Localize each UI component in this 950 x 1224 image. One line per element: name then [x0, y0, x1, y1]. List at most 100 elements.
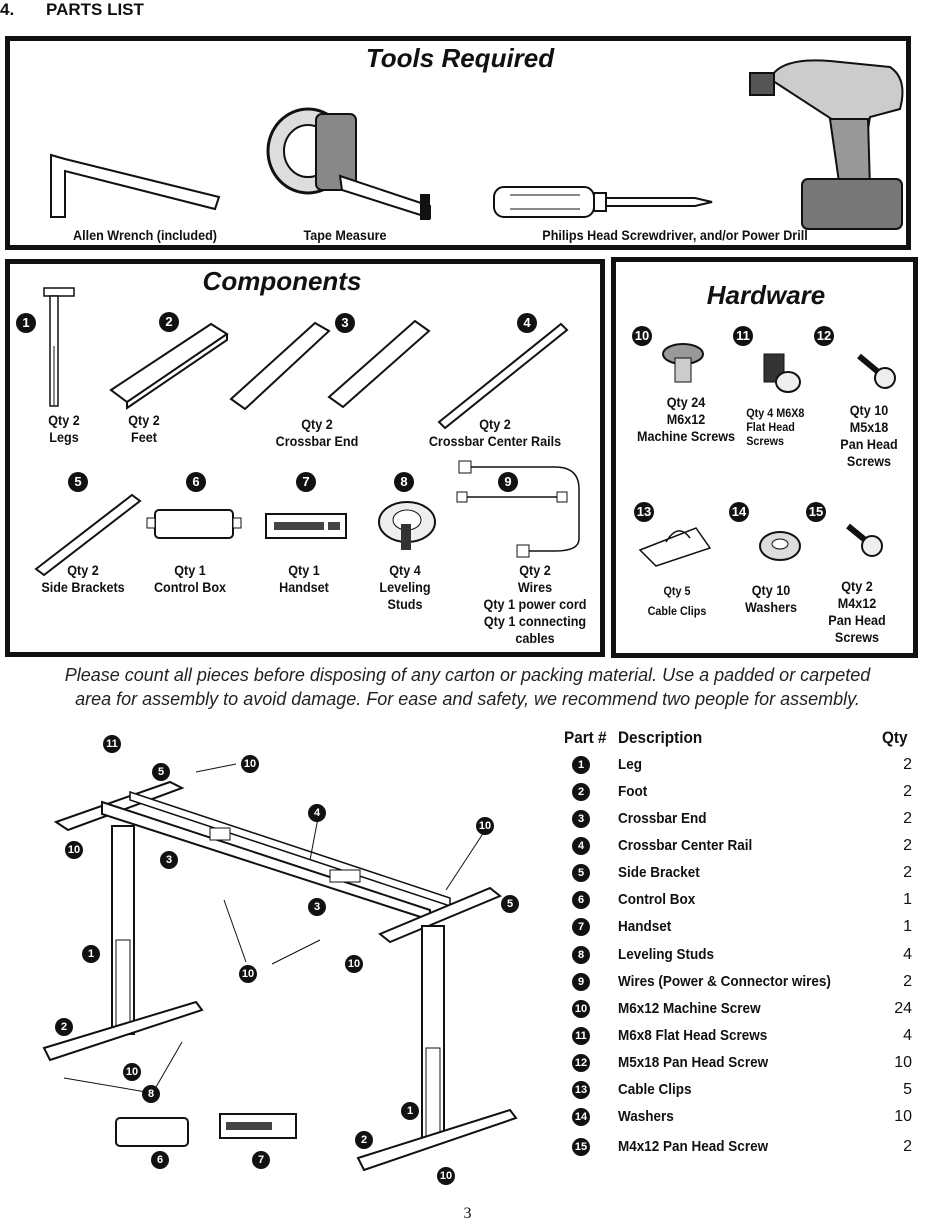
- hardware-label-11: Qty 4 M6X8 Flat Head Screws: [746, 406, 822, 448]
- washer-icon: [759, 531, 801, 561]
- section-heading: 4.PARTS LIST: [0, 0, 144, 20]
- diagram-callout-6: 6: [151, 1151, 169, 1169]
- size-text: M4x12: [837, 595, 877, 611]
- name-text: Legs: [49, 429, 79, 445]
- qty-text: Qty 4 M6X8: [746, 406, 805, 420]
- part-qty: 2: [903, 783, 912, 800]
- crossbar-center-rail-icon: [437, 322, 569, 430]
- part-description: M6x8 Flat Head Screws: [618, 1027, 768, 1044]
- part-qty: 2: [903, 756, 912, 773]
- part-qty: 24: [894, 1000, 912, 1017]
- qty-text: Qty 2: [841, 578, 873, 594]
- badge-15: 15: [806, 502, 826, 522]
- name-text: Washers: [744, 599, 798, 615]
- component-label-handset: Qty 1 Handset: [259, 562, 349, 596]
- qty-text: Qty 1: [288, 562, 320, 578]
- hardware-panel: Hardware 10 Qty 24 M6x12 Machine Screws …: [611, 257, 918, 658]
- badge-4: 4: [517, 313, 537, 333]
- component-label-leveling-studs: Qty 4 Leveling Studs: [365, 562, 446, 613]
- qty-text: Qty 2: [128, 412, 160, 428]
- name-text: Flat Head: [746, 420, 795, 434]
- qty-text: Qty 2: [519, 562, 551, 578]
- size-text: M5x18: [849, 419, 889, 435]
- handset-icon: [265, 513, 347, 539]
- qty-text: Qty 2: [301, 416, 333, 432]
- badge-8: 8: [394, 472, 414, 492]
- tools-required-title: Tools Required: [365, 43, 555, 73]
- leveling-stud-icon: [378, 501, 436, 550]
- part-number-badge: 5: [572, 864, 590, 882]
- qty-text: Qty 2: [48, 412, 80, 428]
- diagram-callout-1: 1: [82, 945, 100, 963]
- tool-label-allen-wrench: Allen Wrench (included): [73, 227, 217, 243]
- size-text: M6x12: [666, 411, 706, 427]
- diagram-callout-5: 5: [152, 763, 170, 781]
- part-number-badge: 4: [572, 837, 590, 855]
- part-description: Leveling Studs: [618, 946, 715, 963]
- exploded-assembly-diagram: [42, 763, 518, 1172]
- component-label-control-box: Qty 1 Control Box: [145, 562, 235, 596]
- part-description: Washers: [618, 1108, 674, 1125]
- badge-5: 5: [68, 472, 88, 492]
- part-qty: 2: [903, 837, 912, 854]
- header-qty: Qty: [882, 728, 908, 747]
- component-label-side-brackets: Qty 2 Side Brackets: [34, 562, 133, 596]
- diagram-callout-8: 8: [142, 1085, 160, 1103]
- name-text: Handset: [279, 579, 329, 595]
- control-box-icon: [146, 509, 242, 539]
- part-number-badge: 14: [572, 1108, 590, 1126]
- diagram-callout-10: 10: [437, 1167, 455, 1185]
- diagram-callout-10: 10: [123, 1063, 141, 1081]
- diagram-callout-7: 7: [252, 1151, 270, 1169]
- part-number-badge: 11: [572, 1027, 590, 1045]
- part-description: Wires (Power & Connector wires): [618, 973, 831, 990]
- name-text: Control Box: [153, 579, 227, 595]
- part-qty: 10: [894, 1054, 912, 1071]
- badge-14: 14: [729, 502, 749, 522]
- components-title: Components: [202, 266, 362, 296]
- name-text: Pan Head: [828, 612, 886, 628]
- diagram-callout-4: 4: [308, 804, 326, 822]
- badge-3: 3: [335, 313, 355, 333]
- name-text-2: Screws: [846, 453, 892, 469]
- extra-text-3: cables: [515, 630, 555, 646]
- diagram-callout-10: 10: [239, 965, 257, 983]
- hardware-label-10: Qty 24 M6x12 Machine Screws: [632, 394, 740, 445]
- name-text-2: Studs: [387, 596, 423, 612]
- hardware-title: Hardware: [706, 280, 826, 310]
- side-bracket-icon: [34, 493, 142, 577]
- header-description: Description: [618, 728, 703, 747]
- name-text: Feet: [131, 429, 157, 445]
- cable-clip-icon: [638, 527, 712, 567]
- part-number-badge: 2: [572, 783, 590, 801]
- diagram-callout-2: 2: [55, 1018, 73, 1036]
- extra-text-1: Qty 1 power cord: [483, 596, 587, 612]
- name-text-2: Screws: [746, 434, 785, 448]
- part-number-badge: 10: [572, 1000, 590, 1018]
- part-description: M6x12 Machine Screw: [618, 1000, 761, 1017]
- part-description: Cable Clips: [618, 1081, 692, 1098]
- part-number-badge: 8: [572, 946, 590, 964]
- name-text: Leveling: [379, 579, 431, 595]
- part-number-badge: 13: [572, 1081, 590, 1099]
- part-qty: 1: [903, 918, 912, 935]
- qty-text: Qty 2: [67, 562, 99, 578]
- tools-required-panel: Tools Required Allen Wrench (included) T…: [5, 36, 911, 250]
- leg-icon: [43, 287, 75, 407]
- name-text-2: Screws: [834, 629, 880, 645]
- hardware-label-15: Qty 2 M4x12 Pan Head Screws: [817, 578, 898, 646]
- part-qty: 2: [903, 973, 912, 990]
- header-part-number: Part #: [564, 728, 607, 747]
- qty-text: Qty 1: [174, 562, 206, 578]
- diagram-callout-2: 2: [355, 1131, 373, 1149]
- badge-9: 9: [498, 472, 518, 492]
- badge-6: 6: [186, 472, 206, 492]
- hardware-label-13: Qty 5 Cable Clips: [637, 584, 718, 618]
- part-qty: 2: [903, 1138, 912, 1155]
- diagram-callout-3: 3: [160, 851, 178, 869]
